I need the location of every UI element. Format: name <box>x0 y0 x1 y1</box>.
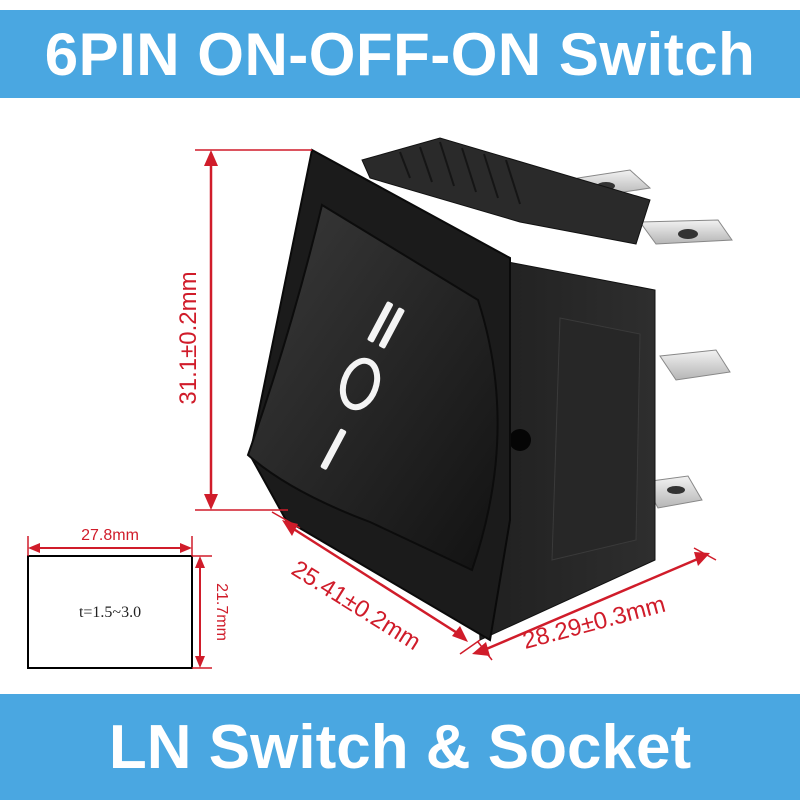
footer-banner: LN Switch & Socket <box>0 694 800 800</box>
height-dimension <box>195 149 312 511</box>
side-hole <box>509 429 531 451</box>
thickness-label: t=1.5~3.0 <box>79 604 141 621</box>
cutout-width-label: 27.8mm <box>81 527 139 544</box>
header-title: 6PIN ON-OFF-ON Switch <box>44 20 756 88</box>
symbol-ii-icon <box>367 301 405 349</box>
rocker-symbols <box>320 301 405 470</box>
symbol-o-icon <box>339 357 381 411</box>
width-dimension <box>271 511 481 655</box>
symbol-i-icon <box>320 428 347 470</box>
cap-ribs <box>399 141 521 205</box>
height-label: 31.1±0.2mm <box>175 271 202 404</box>
cutout-height-label: 21.7mm <box>213 583 230 641</box>
depth-dimension <box>472 547 717 661</box>
housing-markings <box>551 317 641 561</box>
panel-cutout <box>27 536 212 669</box>
switch-top-cap <box>361 137 651 245</box>
header-banner: 6PIN ON-OFF-ON Switch <box>0 10 800 98</box>
terminal-pins <box>576 169 733 509</box>
footer-title: LN Switch & Socket <box>108 712 692 782</box>
